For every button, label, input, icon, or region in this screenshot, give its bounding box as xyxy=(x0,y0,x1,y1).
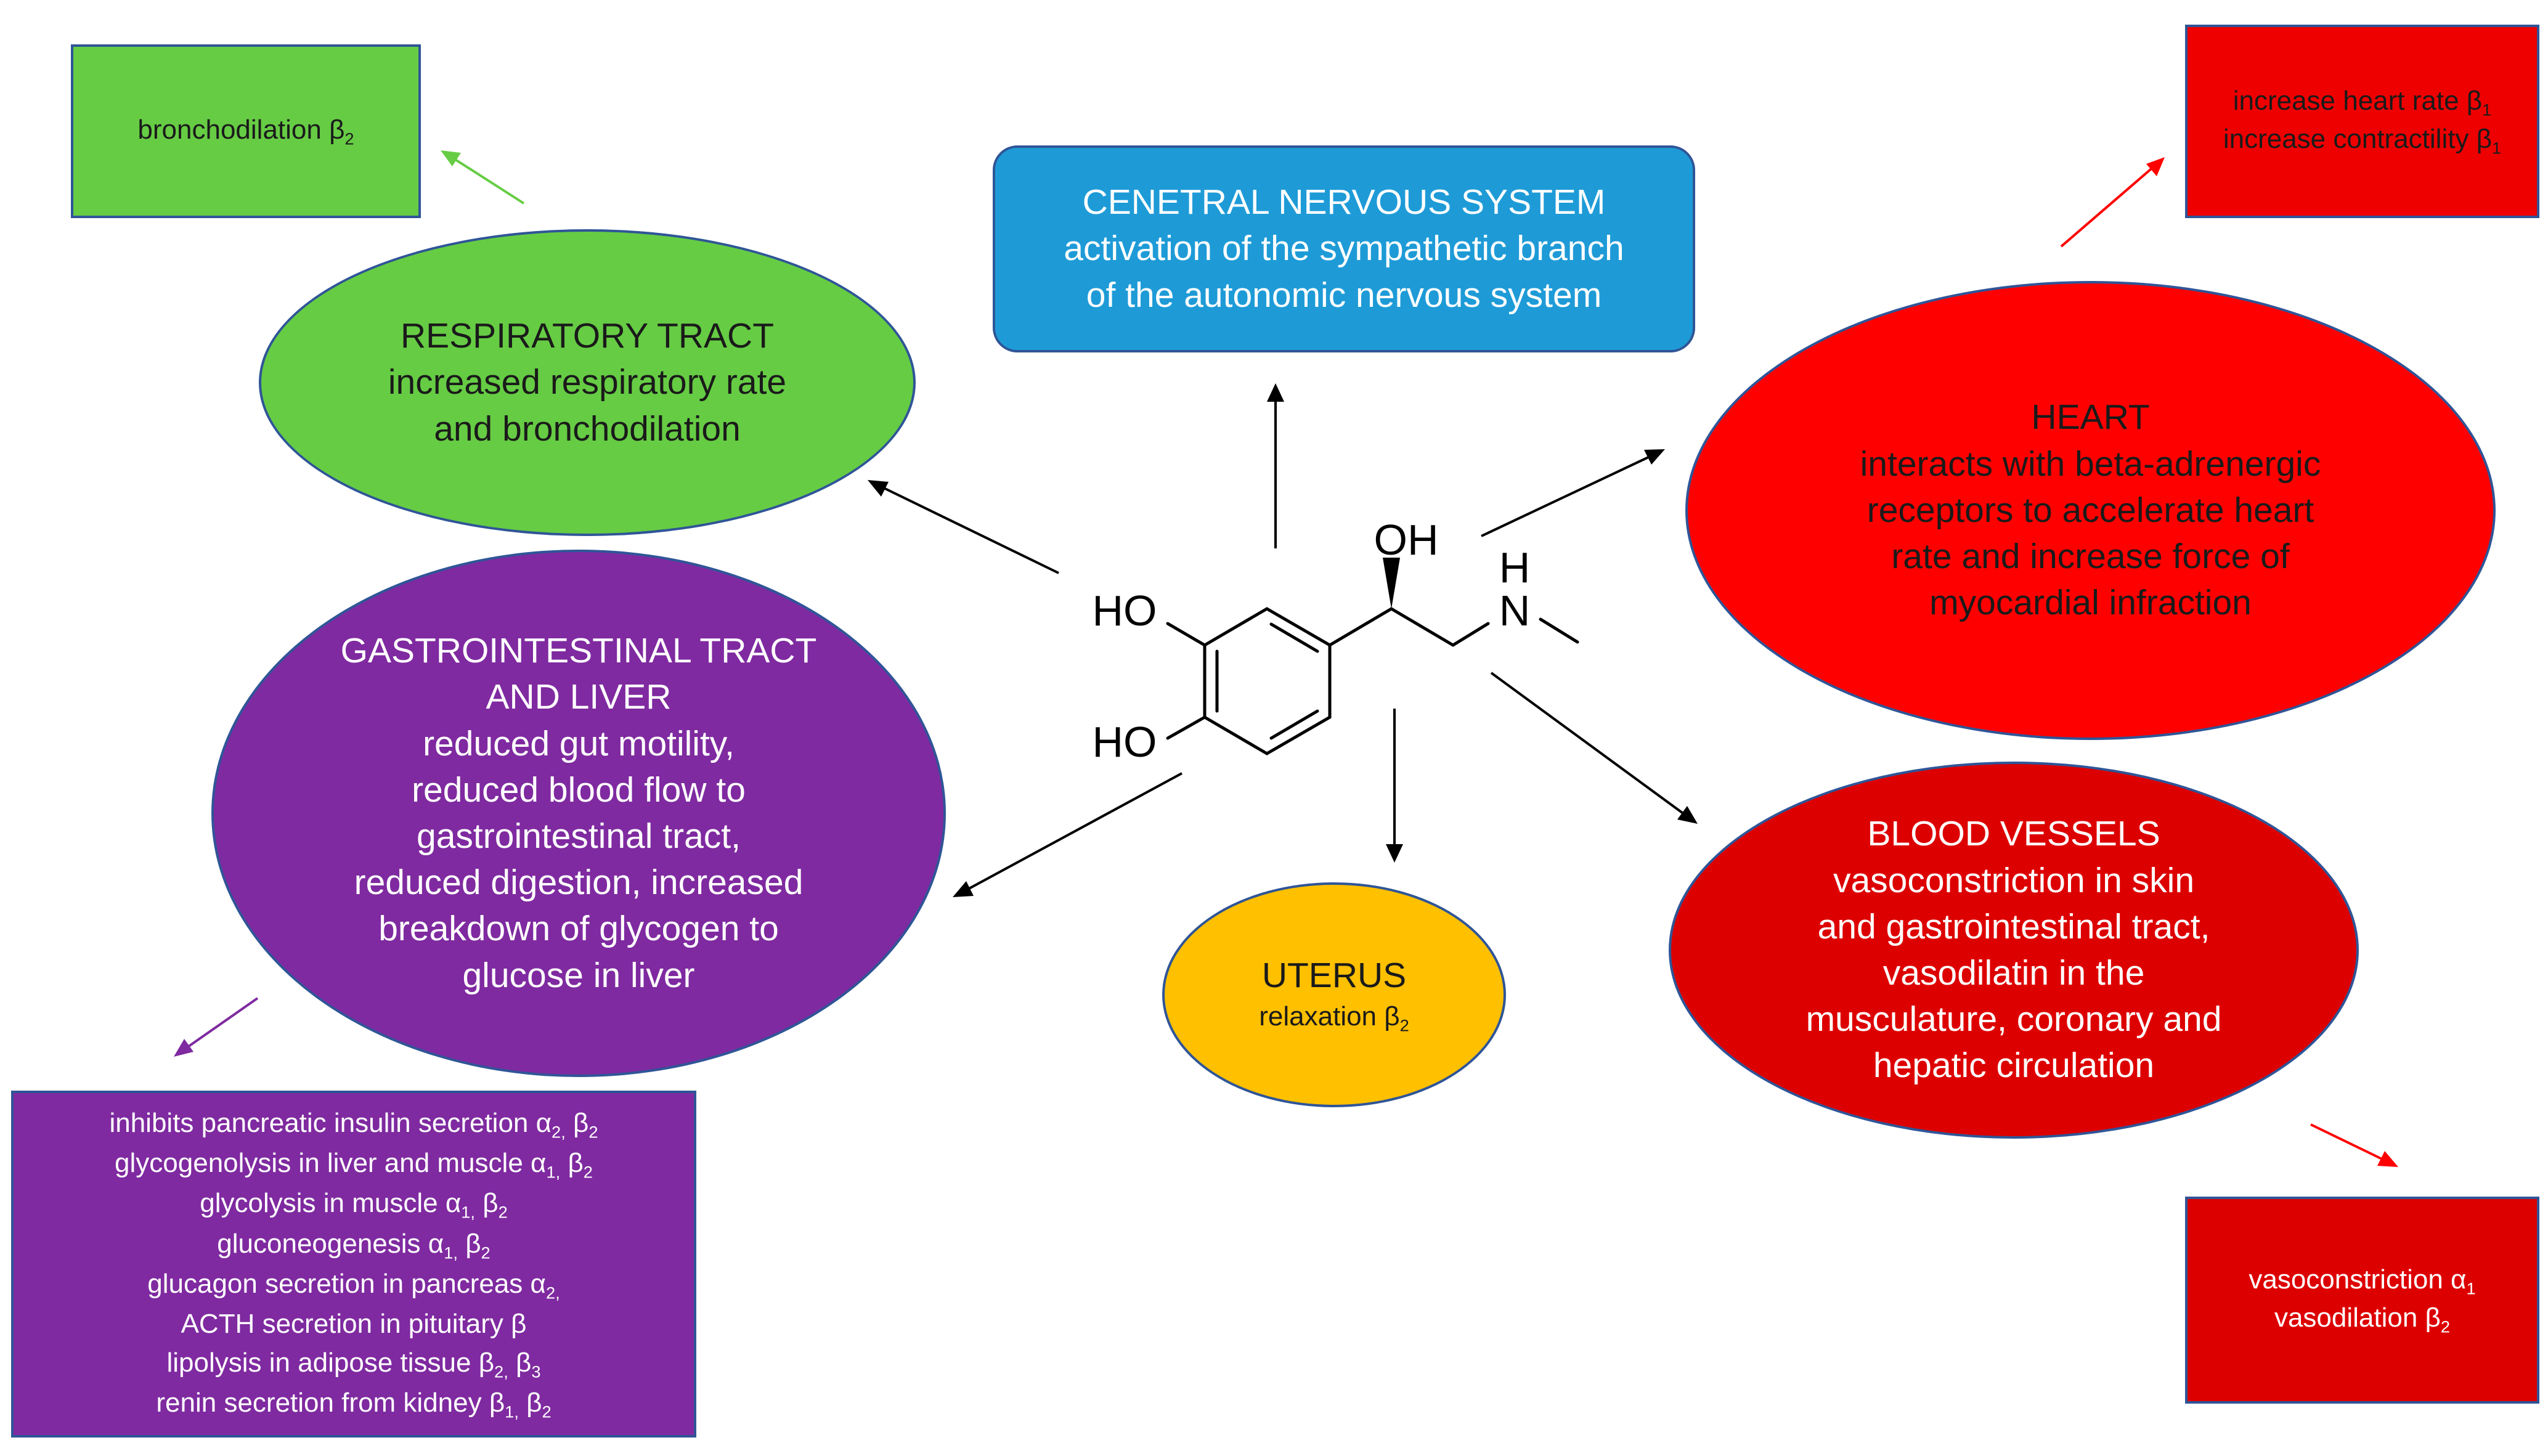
benzene-ring xyxy=(1203,607,1332,755)
respiratory-title: RESPIRATORY TRACT xyxy=(400,316,775,356)
metabolic-line-6: ACTH secretion in pituitary β xyxy=(181,1309,527,1340)
heart-node: HEART interacts with beta-adrenergic rec… xyxy=(1685,281,2496,740)
cns-line-1: activation of the sympathetic branch xyxy=(1064,229,1624,269)
side-chain xyxy=(1166,607,1579,740)
respiratory-tract-node: RESPIRATORY TRACT increased respiratory … xyxy=(259,229,916,536)
metabolic-line-1: inhibits pancreatic insulin secretion α2… xyxy=(109,1107,598,1142)
gi-line-4: reduced digestion, increased xyxy=(354,863,804,903)
nh-n-label: N xyxy=(1499,587,1531,635)
heart-line-1: interacts with beta-adrenergic xyxy=(1860,444,2321,484)
blood-line-2: and gastrointestinal tract, xyxy=(1817,906,2210,946)
nh-h-label: H xyxy=(1499,543,1531,592)
gi-title-2: AND LIVER xyxy=(486,677,672,717)
heart-effects-box: increase heart rate β1 increase contract… xyxy=(2185,25,2539,218)
bronchodilation-line: bronchodilation β2 xyxy=(137,115,354,148)
arrow-to-vessel-box xyxy=(2310,1123,2398,1167)
arrow-to-respiratory xyxy=(868,480,1059,574)
metabolic-line-4: gluconeogenesis α1, β2 xyxy=(217,1228,490,1263)
arrow-to-blood-vessels xyxy=(1490,672,1698,824)
respiratory-line-2: and bronchodilation xyxy=(434,409,741,449)
cns-title: CENETRAL NERVOUS SYSTEM xyxy=(1082,182,1606,222)
metabolic-line-7: lipolysis in adipose tissue β2, β3 xyxy=(166,1347,541,1381)
metabolic-line-3: glycolysis in muscle α1, β2 xyxy=(200,1188,508,1222)
oh-top-label: OH xyxy=(1374,516,1439,564)
gi-line-6: glucose in liver xyxy=(462,955,695,995)
arrow-to-gi xyxy=(953,772,1182,897)
uterus-node: UTERUS relaxation β2 xyxy=(1162,882,1506,1107)
ho-lower-label: HO xyxy=(1093,718,1157,766)
blood-line-5: hepatic circulation xyxy=(1873,1046,2155,1086)
arrow-to-cns xyxy=(1267,383,1284,548)
wedge-bond xyxy=(1383,558,1400,609)
heart-box-line-1: increase heart rate β1 xyxy=(2233,86,2492,120)
gi-line-2: reduced blood flow to xyxy=(412,770,746,810)
arrow-to-heart xyxy=(1481,449,1665,537)
heart-box-line-2: increase contractility β1 xyxy=(2223,124,2502,158)
arrow-to-heart-box xyxy=(2060,157,2165,248)
vessel-box-line-1: vasoconstriction α1 xyxy=(2249,1264,2476,1298)
heart-title: HEART xyxy=(2031,397,2150,437)
metabolic-line-2: glycogenolysis in liver and muscle α1, β… xyxy=(115,1148,593,1182)
heart-line-2: receptors to accelerate heart xyxy=(1866,490,2314,530)
vessel-box-line-2: vasodilation β2 xyxy=(2274,1303,2451,1336)
arrow-to-bronchodilation-box xyxy=(441,150,525,205)
cns-line-2: of the autonomic nervous system xyxy=(1086,275,1602,315)
blood-line-4: musculature, coronary and xyxy=(1805,999,2222,1039)
blood-line-3: vasodilatin in the xyxy=(1883,953,2145,993)
uterus-line: relaxation β2 xyxy=(1259,1001,1409,1035)
gi-title-1: GASTROINTESTINAL TRACT xyxy=(340,631,817,671)
gastrointestinal-liver-node: GASTROINTESTINAL TRACT AND LIVER reduced… xyxy=(211,550,946,1077)
metabolic-line-5: glucagon secretion in pancreas α2, xyxy=(147,1268,560,1303)
gi-line-1: reduced gut motility, xyxy=(423,723,735,763)
ho-upper-label: HO xyxy=(1093,587,1157,635)
uterus-title: UTERUS xyxy=(1261,956,1407,996)
metabolic-line-8: renin secretion from kidney β1, β2 xyxy=(156,1387,552,1421)
metabolic-effects-box: inhibits pancreatic insulin secretion α2… xyxy=(11,1091,696,1438)
arrow-to-uterus xyxy=(1386,709,1403,863)
vessel-effects-box: vasoconstriction α1 vasodilation β2 xyxy=(2185,1197,2539,1404)
blood-line-1: vasoconstriction in skin xyxy=(1833,860,2195,900)
blood-title: BLOOD VESSELS xyxy=(1867,814,2160,854)
respiratory-line-1: increased respiratory rate xyxy=(388,362,787,402)
arrow-to-metabolic-box xyxy=(174,997,259,1057)
heart-line-4: myocardial infraction xyxy=(1929,583,2252,623)
bronchodilation-box: bronchodilation β2 xyxy=(71,44,421,218)
central-nervous-system-node: CENETRAL NERVOUS SYSTEM activation of th… xyxy=(993,145,1695,352)
gi-line-5: breakdown of glycogen to xyxy=(378,909,779,949)
heart-line-3: rate and increase force of xyxy=(1891,537,2290,577)
gi-line-3: gastrointestinal tract, xyxy=(417,816,741,856)
blood-vessels-node: BLOOD VESSELS vasoconstriction in skin a… xyxy=(1669,762,2359,1139)
